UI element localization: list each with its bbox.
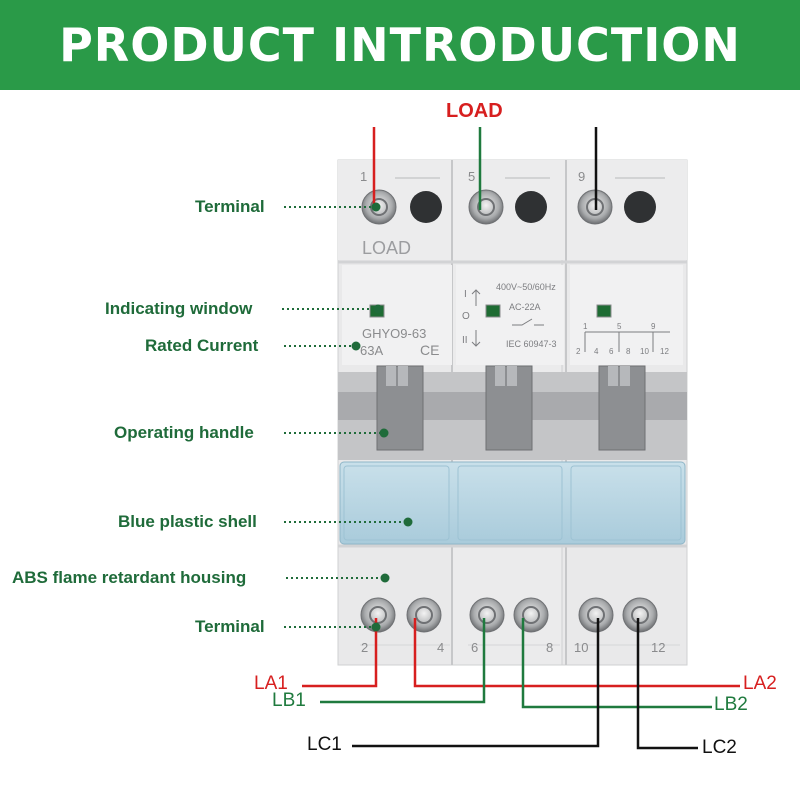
schem-bottom-12: 12 xyxy=(660,347,669,356)
wire-label-lb1: LB1 xyxy=(272,690,306,711)
callout-terminal-bottom: Terminal xyxy=(195,617,265,636)
schem-top-9: 9 xyxy=(651,322,656,331)
schem-top-5: 5 xyxy=(617,322,622,331)
bottom-number-8: 8 xyxy=(546,640,553,655)
top-terminals xyxy=(361,189,656,225)
wire-la1 xyxy=(302,618,378,688)
schem-top-1: 1 xyxy=(583,322,588,331)
wire-lb1 xyxy=(320,618,486,704)
callout-rated-current: Rated Current xyxy=(145,336,259,355)
wire-label-lc1: LC1 xyxy=(307,734,342,755)
switch-pos-0: O xyxy=(462,311,470,322)
screw-icon xyxy=(578,597,614,633)
wire-label-lc2: LC2 xyxy=(702,737,737,758)
terminal-hole-icon xyxy=(515,191,547,223)
screw-icon xyxy=(406,597,442,633)
schem-bottom-10: 10 xyxy=(640,347,649,356)
page-title: PRODUCT INTRODUCTION xyxy=(59,18,741,72)
bottom-number-12: 12 xyxy=(651,640,665,655)
screw-icon xyxy=(513,597,549,633)
model-text: GHYO9-63 xyxy=(362,326,426,341)
wire-label-lb2: LB2 xyxy=(714,694,748,715)
top-number-5: 5 xyxy=(468,169,475,184)
bottom-terminals xyxy=(360,597,658,633)
bottom-number-6: 6 xyxy=(471,640,478,655)
top-number-9: 9 xyxy=(578,169,585,184)
indicator-window-middle xyxy=(485,304,501,318)
switch-arrow-icon xyxy=(471,289,481,347)
device-housing xyxy=(337,159,688,666)
voltage-rating: 400V~50/60Hz xyxy=(496,282,556,292)
screw-icon xyxy=(469,597,505,633)
wire-lc2 xyxy=(636,618,698,750)
category-text: AC-22A xyxy=(509,302,541,312)
standard-text: IEC 60947-3 xyxy=(506,339,557,349)
screw-icon xyxy=(468,189,504,225)
device-load-text: LOAD xyxy=(362,238,411,258)
blue-plastic-shell xyxy=(339,461,686,545)
wire-lb2 xyxy=(521,618,712,709)
contact-symbol-icon xyxy=(512,318,544,326)
ce-mark: CE xyxy=(420,342,439,358)
wire-la2 xyxy=(413,618,740,688)
screw-icon xyxy=(360,597,396,633)
schem-bottom-6: 6 xyxy=(609,347,614,356)
wire-label-la1: LA1 xyxy=(254,673,288,694)
current-text: 63A xyxy=(360,343,383,358)
callout-indicating-window: Indicating window xyxy=(105,299,253,318)
callout-operating-handle: Operating handle xyxy=(114,423,254,442)
wiring-schematic: 1 5 9 2 4 6 8 10 12 xyxy=(576,322,670,356)
callout-blue-shell: Blue plastic shell xyxy=(118,512,257,531)
schem-bottom-2: 2 xyxy=(576,347,581,356)
terminal-hole-icon xyxy=(410,191,442,223)
title-banner: PRODUCT INTRODUCTION xyxy=(0,0,800,90)
switch-pos-1: I xyxy=(464,289,467,300)
wire-lc1 xyxy=(352,618,600,748)
indicator-window-right xyxy=(596,304,612,318)
screw-icon xyxy=(622,597,658,633)
terminal-hole-icon xyxy=(624,191,656,223)
bottom-number-10: 10 xyxy=(574,640,588,655)
wire-label-la2: LA2 xyxy=(743,673,777,694)
switch-pos-2: II xyxy=(462,335,468,346)
callout-terminal-top: Terminal xyxy=(195,197,265,216)
callout-leaders xyxy=(282,206,404,628)
callout-abs-housing: ABS flame retardant housing xyxy=(12,568,247,587)
bottom-number-2: 2 xyxy=(361,640,368,655)
bottom-number-4: 4 xyxy=(437,640,444,655)
load-label: LOAD xyxy=(446,100,503,122)
schem-bottom-8: 8 xyxy=(626,347,631,356)
schem-bottom-4: 4 xyxy=(594,347,599,356)
callout-dots xyxy=(351,202,413,632)
top-number-1: 1 xyxy=(360,169,367,184)
